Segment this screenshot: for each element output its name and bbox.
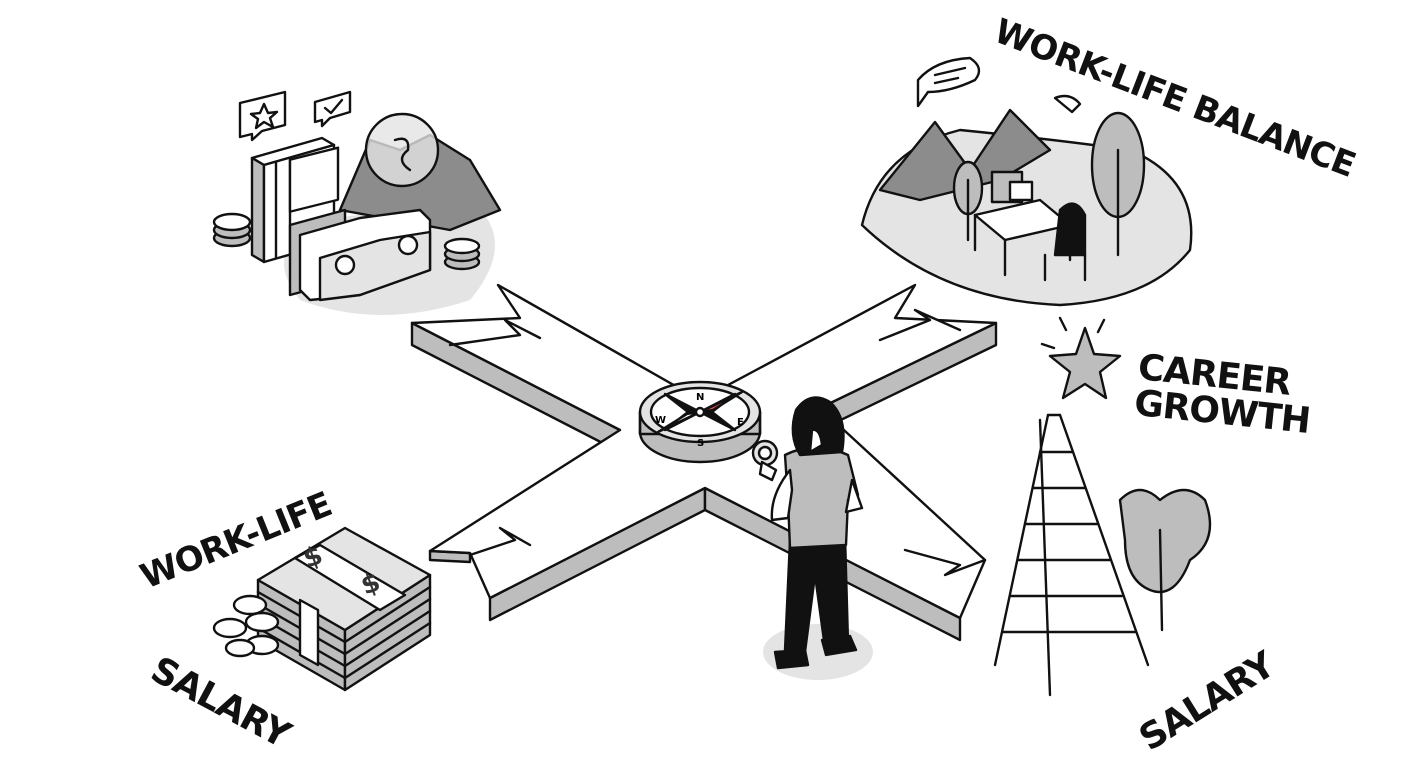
label-career-growth: CAREER GROWTH (1132, 347, 1312, 443)
person-with-compass (751, 396, 873, 680)
coin-pile (212, 594, 280, 658)
compass-s: S (697, 438, 704, 449)
ladder (993, 413, 1150, 697)
bush (1118, 488, 1212, 632)
work-life-balance-vignette (860, 56, 1193, 307)
coin-stack-right (443, 237, 481, 271)
coin-stack-left (212, 212, 252, 248)
cash-stack: $ $ (256, 526, 432, 692)
compass: N E S W (638, 380, 762, 464)
speech-bubble-icon (916, 56, 981, 108)
checkmark-speech-bubble-icon (313, 90, 352, 128)
star-icon (1040, 316, 1122, 400)
path-arrows (448, 308, 987, 577)
money-books-vignette (212, 90, 502, 315)
compass-n: N (696, 392, 704, 403)
star-speech-bubble-icon (238, 90, 287, 142)
compass-w: W (655, 415, 666, 426)
compass-e: E (737, 417, 744, 428)
